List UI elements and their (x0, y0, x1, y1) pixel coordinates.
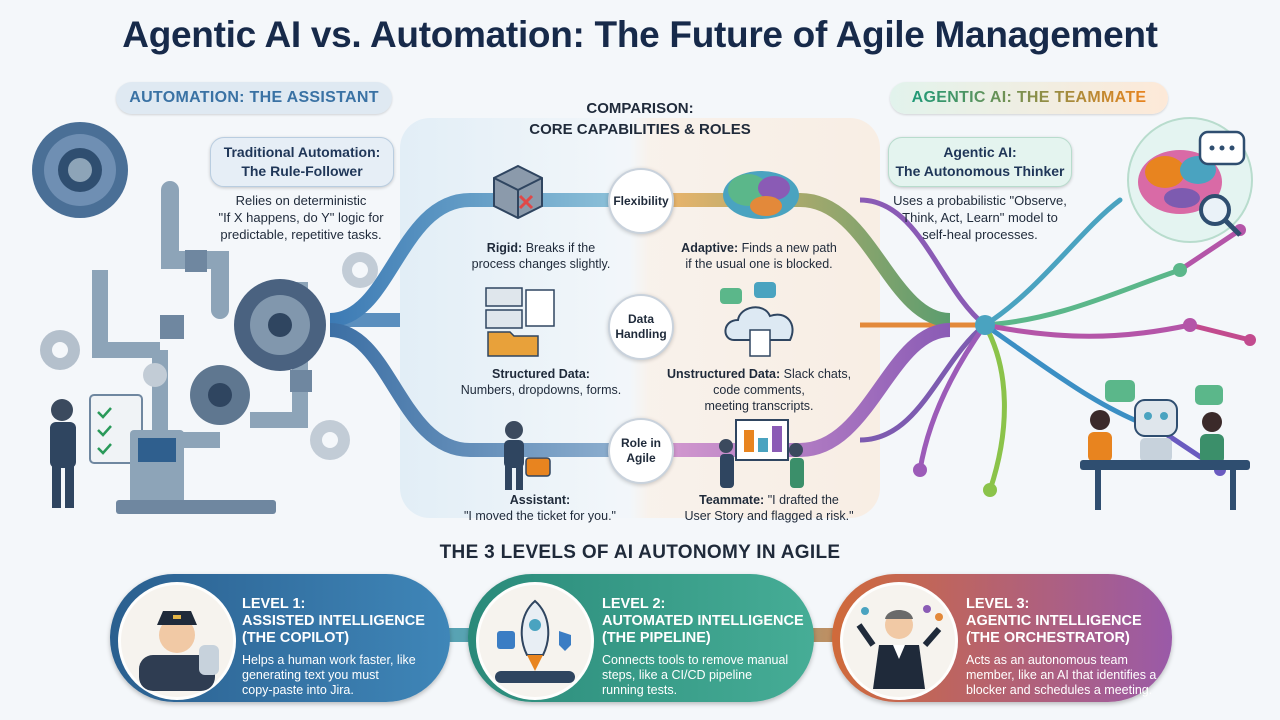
machine-icon (116, 430, 276, 514)
gear-icon (40, 252, 378, 460)
agentic-pill: AGENTIC AI: THE TEAMMATE (890, 82, 1168, 114)
level-2-title: LEVEL 2: AUTOMATED INTELLIGENCE (THE PIP… (602, 596, 804, 646)
briefcase-icon (525, 457, 551, 477)
data-automation-text: Structured Data: Numbers, dropdowns, for… (460, 367, 622, 397)
person-icon (504, 421, 551, 490)
level-3-title: LEVEL 3: AGENTIC INTELLIGENCE (THE ORCHE… (966, 596, 1142, 646)
flexibility-label: Flexibility (608, 168, 674, 234)
role-in-agile-label: Role in Agile (608, 418, 674, 484)
cloud-icon (720, 282, 794, 357)
clipboard-icon (89, 394, 143, 464)
data-agentic-text: Unstructured Data: Slack chats, code com… (666, 367, 852, 413)
level-2-description: Connects tools to remove manual steps, l… (602, 653, 789, 697)
conductor-icon (840, 582, 958, 700)
speech-bubble-icon (1105, 130, 1246, 405)
level-3-description: Acts as an autonomous team member, like … (966, 653, 1157, 697)
folder-icon (485, 287, 555, 357)
pilot-icon (118, 582, 236, 700)
agentic-illustration (860, 117, 1256, 510)
role-automation-text: Assistant: "I moved the ticket for you." (464, 493, 616, 523)
data-handling-label: Data Handling (608, 294, 674, 360)
gear-icon (190, 365, 250, 425)
cube-icon (493, 164, 543, 220)
automation-illustration (32, 122, 400, 514)
role-agentic-text: Teammate: "I drafted the User Story and … (684, 493, 854, 523)
gear-icon (234, 279, 326, 371)
agentic-description: Uses a probabilistic "Observe, Think, Ac… (893, 193, 1067, 242)
flexibility-agentic-text: Adaptive: Finds a new path if the usual … (681, 241, 837, 271)
level-2-card: LEVEL 2: AUTOMATED INTELLIGENCE (THE PIP… (468, 574, 814, 702)
level-1-description: Helps a human work faster, like generati… (242, 653, 416, 697)
rocket-icon (476, 582, 594, 700)
comparison-title: COMPARISON: CORE CAPABILITIES & ROLES (529, 100, 751, 138)
robot-icon (1134, 399, 1178, 462)
level-1-card: LEVEL 1: ASSISTED INTELLIGENCE (THE COPI… (110, 574, 450, 702)
automation-definition-bubble: Traditional Automation: The Rule-Followe… (210, 137, 394, 187)
automation-description: Relies on deterministic "If X happens, d… (218, 193, 384, 242)
flexibility-automation-text: Rigid: Breaks if the process changes sli… (471, 241, 611, 271)
agentic-definition-bubble: Agentic AI: The Autonomous Thinker (888, 137, 1072, 187)
neural-network-icon (860, 197, 1253, 493)
gear-icon (32, 122, 128, 218)
level-1-title: LEVEL 1: ASSISTED INTELLIGENCE (THE COPI… (242, 596, 425, 646)
person-icon (50, 399, 76, 508)
automation-pill: AUTOMATION: THE ASSISTANT (116, 82, 392, 114)
paint-blob-icon (723, 171, 799, 219)
level-3-card: LEVEL 3: AGENTIC INTELLIGENCE (THE ORCHE… (832, 574, 1172, 702)
person-icon (1088, 410, 1224, 464)
whiteboard-icon (719, 419, 804, 488)
levels-title: THE 3 LEVELS OF AI AUTONOMY IN AGILE (439, 542, 841, 563)
magnifier-icon (1199, 194, 1242, 237)
page-title: Agentic AI vs. Automation: The Future of… (122, 14, 1158, 55)
